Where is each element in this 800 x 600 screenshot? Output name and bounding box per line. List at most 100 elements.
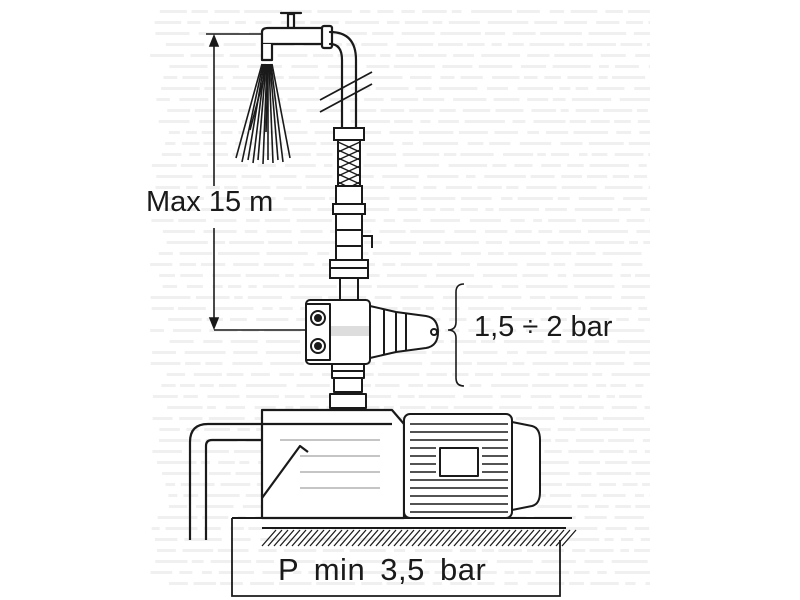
background-text-stroke [560, 109, 569, 112]
background-text-stroke [256, 318, 289, 321]
background-text-stroke [516, 10, 540, 13]
background-text-stroke [635, 384, 644, 387]
background-text-stroke [232, 76, 259, 79]
background-text-stroke [291, 65, 318, 68]
background-text-stroke [501, 285, 519, 288]
background-text-stroke [350, 87, 371, 90]
background-text-stroke [167, 406, 203, 409]
background-text-stroke [604, 538, 614, 541]
background-text-stroke [420, 197, 456, 200]
background-text-stroke [383, 219, 395, 222]
background-text-stroke [349, 109, 377, 112]
background-text-stroke [424, 285, 457, 288]
ground-hatch-line [393, 529, 409, 547]
background-text-stroke [152, 395, 178, 398]
ground-hatch-line [483, 529, 499, 547]
background-text-stroke [418, 571, 430, 574]
background-text-stroke [538, 406, 554, 409]
background-text-stroke [232, 153, 259, 156]
background-text-stroke [418, 54, 447, 57]
background-text-stroke [207, 153, 229, 156]
background-text-stroke [450, 340, 477, 343]
background-text-stroke [270, 362, 304, 365]
background-text-stroke [578, 461, 600, 464]
background-text-stroke [187, 21, 201, 24]
background-text-stroke [615, 505, 631, 508]
background-text-stroke [161, 384, 176, 387]
background-text-stroke [276, 109, 297, 112]
background-text-stroke [245, 274, 280, 277]
background-text-stroke [648, 21, 650, 24]
background-text-stroke [537, 373, 550, 376]
background-text-stroke [313, 54, 334, 57]
ground-hatch-line [411, 529, 427, 547]
ground-hatch-line [273, 529, 289, 547]
background-text-stroke [589, 164, 629, 167]
background-text-stroke [318, 87, 345, 90]
background-text-stroke [289, 10, 312, 13]
background-text-stroke [556, 307, 581, 310]
background-text-stroke [590, 120, 610, 123]
background-text-stroke [220, 131, 233, 134]
background-text-stroke [207, 406, 216, 409]
background-text-stroke [640, 208, 650, 211]
background-text-stroke [217, 549, 249, 552]
background-text-stroke [199, 384, 214, 387]
background-text-stroke [346, 32, 367, 35]
background-text-stroke [283, 197, 326, 200]
ground-hatch-line [267, 529, 283, 547]
background-text-stroke [150, 329, 164, 332]
background-text-stroke [155, 32, 190, 35]
background-text-stroke [268, 241, 293, 244]
background-text-stroke [568, 241, 590, 244]
background-text-stroke [203, 230, 237, 233]
background-text-stroke [463, 351, 498, 354]
water-spray-icon [235, 63, 291, 165]
background-text-stroke [256, 131, 275, 134]
background-text-stroke [401, 10, 415, 13]
background-text-stroke [646, 43, 650, 46]
electric-motor-icon [403, 413, 541, 519]
background-text-stroke [619, 395, 642, 398]
background-text-stroke [289, 142, 317, 145]
background-text-stroke [532, 362, 569, 365]
background-text-stroke [567, 164, 584, 167]
background-text-stroke [634, 494, 644, 497]
background-text-stroke [642, 439, 650, 442]
background-text-stroke [223, 43, 256, 46]
background-text-stroke [348, 197, 390, 200]
background-text-stroke [566, 340, 588, 343]
background-text-stroke [599, 450, 624, 453]
background-text-stroke [492, 164, 507, 167]
background-text-stroke [386, 21, 400, 24]
background-text-stroke [527, 582, 565, 585]
background-text-stroke [529, 296, 546, 299]
ground-hatch-line [369, 529, 385, 547]
background-text-stroke [231, 87, 253, 90]
background-text-stroke [239, 109, 256, 112]
background-text-stroke [363, 76, 403, 79]
background-text-stroke [364, 373, 374, 376]
background-text-stroke [507, 351, 518, 354]
background-text-stroke [540, 318, 567, 321]
background-text-stroke [545, 131, 569, 134]
background-text-stroke [635, 54, 650, 57]
background-text-stroke [423, 186, 437, 189]
background-text-stroke [485, 241, 503, 244]
ground-hatch-line [417, 529, 433, 547]
background-text-stroke [285, 406, 294, 409]
background-text-stroke [212, 285, 223, 288]
background-text-stroke [450, 582, 472, 585]
background-text-stroke [230, 527, 244, 530]
background-text-stroke [505, 538, 538, 541]
background-text-stroke [393, 549, 406, 552]
background-text-stroke [573, 384, 588, 387]
background-text-stroke [341, 285, 372, 288]
ground-hatch-line [303, 529, 319, 547]
background-text-stroke [551, 153, 570, 156]
background-text-stroke [440, 76, 455, 79]
background-text-stroke [435, 274, 475, 277]
background-text-stroke [573, 318, 610, 321]
background-text-stroke [414, 549, 453, 552]
background-text-stroke [228, 285, 242, 288]
